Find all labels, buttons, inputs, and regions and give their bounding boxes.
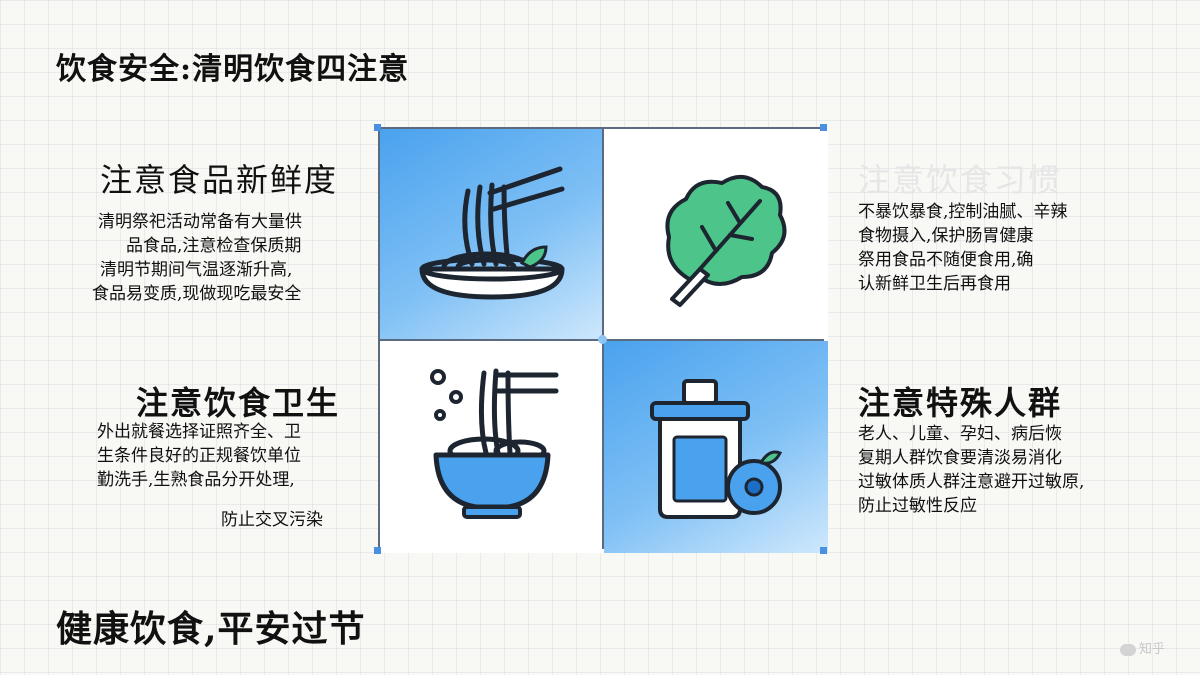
grid-cell-leafy-greens — [604, 129, 828, 341]
text-line: 食物摄入,保护肠胃健康 — [858, 226, 1034, 246]
text-line: 食品易变质,现做现吃最安全 — [92, 284, 302, 304]
text-line: 防止过敏性反应 — [858, 496, 977, 516]
footer-slogan: 健康饮食,平安过节 — [56, 608, 366, 650]
section-body-habits: 不暴饮暴食,控制油腻、辛辣 食物摄入,保护肠胃健康 祭用食品不随便食用,确 认新… — [858, 200, 1067, 296]
page-title: 饮食安全:清明饮食四注意 — [56, 52, 410, 87]
watermark-logo-icon — [1120, 643, 1136, 656]
section-heading-freshness: 注意食品新鲜度 — [100, 161, 339, 199]
icon-grid — [378, 127, 828, 553]
section-body-hygiene: 外出就餐选择证照齐全、卫 生条件良好的正规餐饮单位 勤洗手,生熟食品分开处理, … — [97, 420, 323, 532]
text-line: 祭用食品不随便食用,确 — [858, 250, 1034, 270]
grid-center-handle — [598, 335, 607, 344]
watermark: 知乎 — [1120, 638, 1165, 657]
noodle-plate-icon — [419, 166, 565, 300]
section-heading-hygiene: 注意饮食卫生 — [136, 384, 341, 422]
text-line: 勤洗手,生熟食品分开处理, — [97, 470, 295, 490]
text-line: 老人、儿童、孕妇、病后恢 — [858, 424, 1062, 444]
grid-corner-handle — [374, 124, 381, 131]
text-line: 清明祭祀活动常备有大量供 — [98, 212, 302, 232]
text-line: 认新鲜卫生后再食用 — [858, 274, 1011, 294]
grid-corner-handle — [820, 124, 827, 131]
text-line: 复期人群饮食要清淡易消化 — [858, 448, 1062, 468]
text-line: 品食品,注意检查保质期 — [126, 236, 302, 256]
text-line: 清明节期间气温逐渐升高, — [100, 260, 293, 280]
noodle-bowl-icon — [430, 368, 559, 519]
section-body-special-groups: 老人、儿童、孕妇、病后恢 复期人群饮食要清淡易消化 过敏体质人群注意避开过敏原,… — [858, 422, 1084, 518]
section-heading-special-groups: 注意特殊人群 — [858, 384, 1063, 422]
section-heading-habits: 注意饮食习惯 — [858, 161, 1063, 199]
section-body-freshness: 清明祭祀活动常备有大量供 品食品,注意检查保质期 清明节期间气温逐渐升高, 食品… — [92, 210, 302, 306]
text-line: 防止交叉污染 — [221, 510, 323, 530]
leafy-greens-icon — [665, 175, 787, 307]
text-line: 不暴饮暴食,控制油腻、辛辣 — [858, 202, 1068, 222]
text-line: 生条件良好的正规餐饮单位 — [97, 446, 301, 466]
grid-corner-handle — [374, 547, 381, 554]
jar-with-fruit-icon — [650, 379, 783, 519]
grid-cell-noodle-plate — [380, 129, 604, 341]
grid-corner-handle — [820, 547, 827, 554]
text-line: 外出就餐选择证照齐全、卫 — [97, 422, 301, 442]
grid-cell-noodle-bowl — [380, 341, 604, 553]
grid-cell-jar-fruit — [604, 341, 828, 553]
watermark-text: 知乎 — [1139, 642, 1166, 657]
text-line: 过敏体质人群注意避开过敏原, — [858, 472, 1085, 492]
